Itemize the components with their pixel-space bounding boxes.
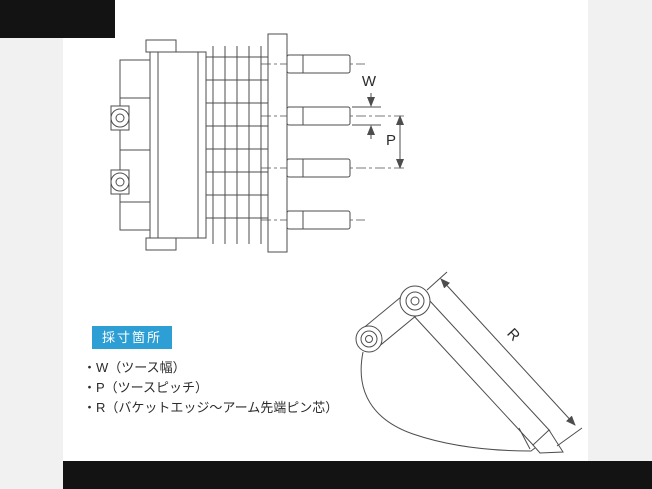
dimension-p-label: P [386,132,396,149]
legend-item-r: ・R（バケットエッジ～アーム先端ピン芯） [83,400,339,415]
bucket-front-view: W P [110,33,407,253]
measurement-diagram-photo[interactable]: W P [63,0,588,461]
dimension-r-label: R [503,325,523,345]
tooth-4 [286,210,351,230]
dimension-w-label: W [362,73,377,90]
measurement-points-badge: 採寸箇所 [92,326,173,349]
arm-pin-boss [399,285,431,317]
edge-tooth [532,429,564,454]
coupler-pin-bottom [110,172,130,192]
coupler-pin-top [110,108,130,128]
tooth-3 [286,158,351,178]
tooth-1 [286,54,351,74]
legend-item-p: ・P（ツースピッチ） [83,380,209,395]
tooth-2 [286,106,351,126]
dimension-legend: ・W（ツース幅） ・P（ツースピッチ） ・R（バケットエッジ～アーム先端ピン芯） [83,358,338,418]
bucket-side-view: R [355,271,583,454]
bucket-measurement-drawing: W P [110,33,583,454]
letterbox-bottom-bar [63,461,652,489]
legend-item-w: ・W（ツース幅） [83,360,186,375]
letterbox-top-left [0,0,115,38]
link-pin-boss [355,325,383,353]
